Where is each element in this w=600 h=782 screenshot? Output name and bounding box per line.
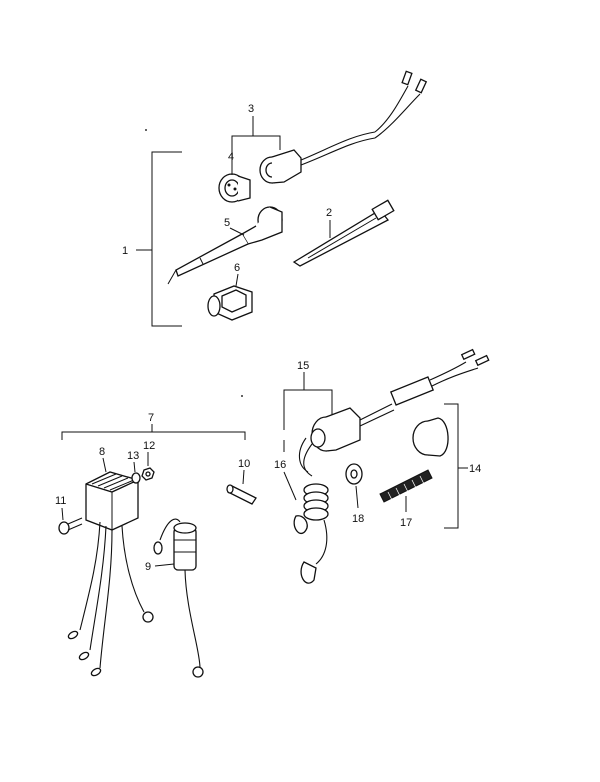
bracket-group-15 (283, 372, 333, 430)
label-17: 17 (400, 517, 412, 529)
bracket-group-1 (136, 151, 182, 327)
part-9-connector (153, 518, 204, 678)
part-8-rectifier (67, 471, 154, 677)
part-18-washer (345, 463, 363, 485)
label-4: 4 (228, 151, 234, 163)
bracket-group-3 (231, 116, 281, 164)
part-4-connector (218, 173, 251, 203)
label-8: 8 (99, 446, 105, 458)
part-11-screw (58, 517, 83, 535)
label-3: 3 (248, 103, 254, 115)
label-18: 18 (352, 513, 364, 525)
label-10: 10 (238, 458, 250, 470)
bracket-group-7 (61, 424, 246, 440)
part-14-cap (412, 403, 468, 529)
label-6: 6 (234, 262, 240, 274)
label-15: 15 (297, 360, 309, 372)
part-10-sleeve (226, 484, 257, 505)
label-1: 1 (122, 245, 128, 257)
label-11: 11 (55, 495, 66, 507)
part-12-nut (141, 467, 155, 481)
part-13-washer (131, 472, 141, 484)
label-9: 9 (145, 561, 151, 573)
part-17-threaded-rod (379, 469, 433, 503)
label-14: 14 (469, 463, 481, 475)
label-16: 16 (274, 459, 286, 471)
label-7: 7 (148, 412, 154, 424)
part-16-lanyard (293, 437, 329, 584)
part-6-grommet (207, 285, 253, 321)
part-5-probe (167, 206, 283, 285)
part-15-switch (310, 348, 490, 452)
part-3-harness-connector (259, 70, 428, 184)
label-2: 2 (326, 207, 332, 219)
label-13: 13 (127, 450, 139, 462)
label-12: 12 (143, 440, 155, 452)
label-5: 5 (224, 217, 230, 229)
part-2-cable-tie (292, 199, 395, 267)
